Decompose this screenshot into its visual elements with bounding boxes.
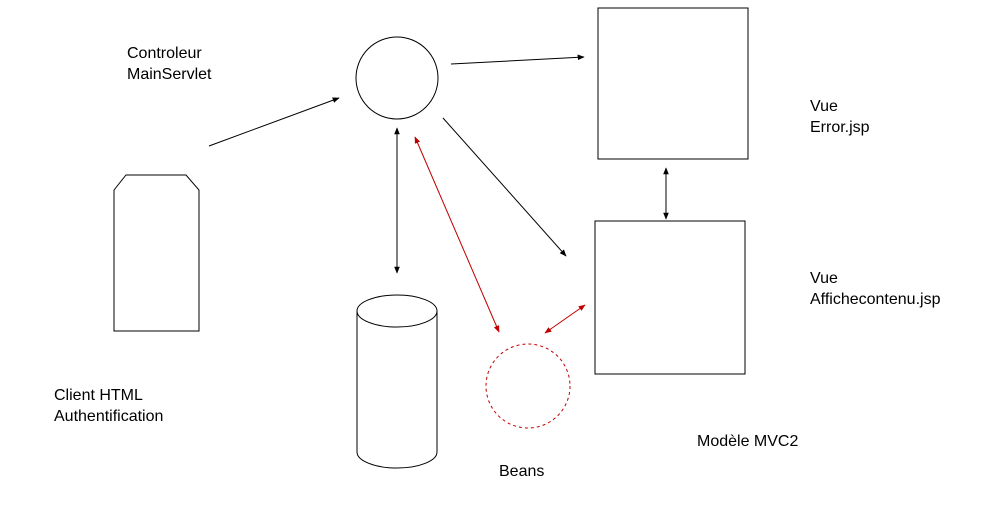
controller-label: Controleur MainServlet <box>127 43 211 85</box>
view-error-box <box>597 7 749 160</box>
client-label: Client HTML Authentification <box>54 385 163 427</box>
client-label-line1: Client HTML <box>54 387 143 404</box>
view-content-label-line1: Vue <box>810 270 838 287</box>
arrow-client-to-controller <box>208 97 340 147</box>
view-content-label: Vue Affichecontenu.jsp <box>810 268 940 310</box>
client-page-shape <box>113 174 200 332</box>
beans-label-text: Beans <box>499 463 545 480</box>
view-error-label: Vue Error.jsp <box>810 96 870 138</box>
client-label-line2: Authentification <box>54 408 164 425</box>
view-error-label-line1: Vue <box>810 98 838 115</box>
beans-circle <box>485 343 571 429</box>
controller-circle <box>355 36 439 120</box>
view-content-label-line2: Affichecontenu.jsp <box>810 291 941 308</box>
controller-label-line2: MainServlet <box>127 66 212 83</box>
model-caption-text: Modèle MVC2 <box>697 433 799 450</box>
database-cylinder <box>356 294 438 469</box>
model-caption: Modèle MVC2 <box>697 431 798 452</box>
arrow-controller-to-error-view <box>450 54 585 65</box>
beans-label: Beans <box>499 461 544 482</box>
arrow-controller-to-content-view <box>442 117 567 257</box>
view-error-label-line2: Error.jsp <box>810 119 870 136</box>
arrow-beans-content-view <box>544 304 586 334</box>
controller-label-line1: Controleur <box>127 45 202 62</box>
view-content-box <box>594 220 746 375</box>
arrow-controller-beans <box>414 136 500 333</box>
